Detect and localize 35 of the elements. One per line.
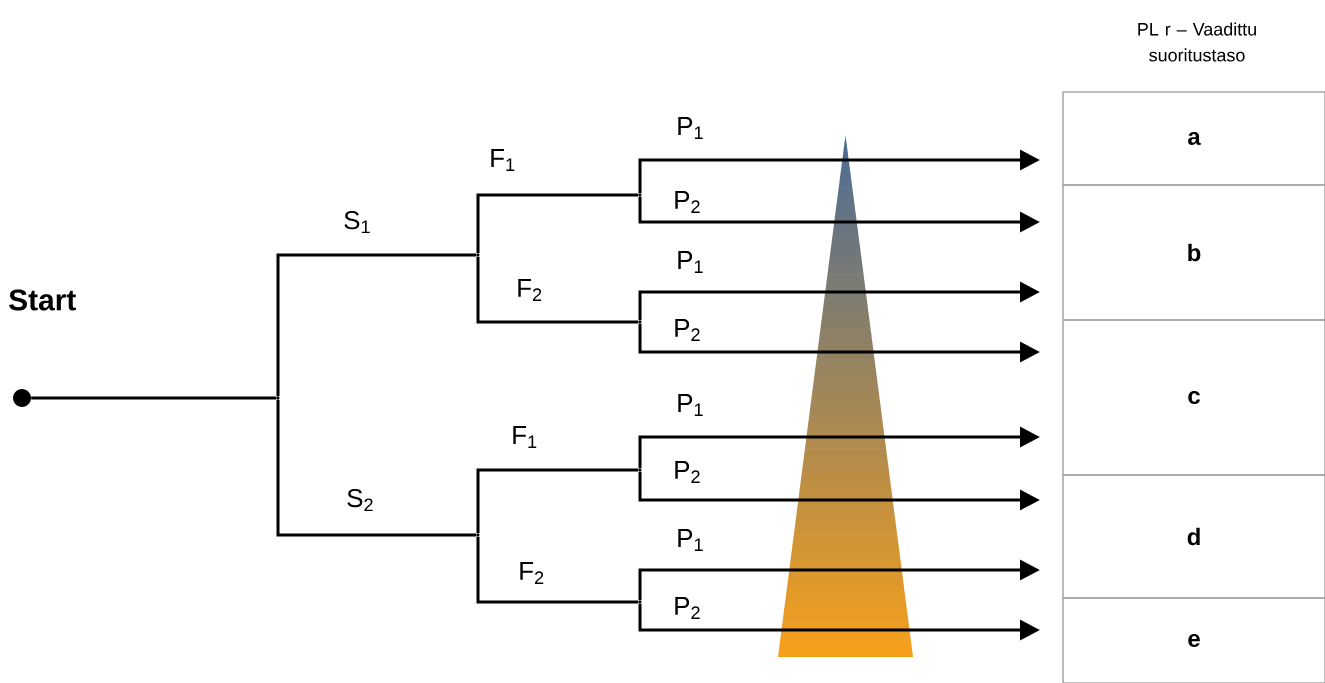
branch-label: S$_{1}$ — [342, 210, 373, 234]
junction-point — [638, 320, 642, 324]
branch-line — [276, 253, 477, 397]
branch-label: P$_{1}$ — [675, 528, 706, 552]
branch-line — [476, 193, 639, 254]
table-cell: a — [1062, 91, 1325, 186]
branch-label: P$_{2}$ — [672, 318, 703, 342]
junction-point — [476, 253, 480, 257]
column-heading: PL r – Vaadittu suoritustaso — [1138, 22, 1256, 62]
branch-label: F$_{1}$ — [510, 425, 539, 449]
branch-label: F$_{2}$ — [517, 561, 546, 585]
junction-point — [276, 396, 280, 400]
junction-point — [476, 533, 480, 537]
start-label: Start — [9, 289, 76, 311]
table-cell: b — [1062, 184, 1325, 321]
branch-label: P$_{1}$ — [675, 393, 706, 417]
branch-label: F$_{2}$ — [515, 278, 544, 302]
branch-label: F$_{1}$ — [488, 148, 517, 172]
branch-line — [476, 256, 639, 324]
branch-line — [31, 396, 277, 400]
table-cell: d — [1062, 474, 1325, 599]
junction-point — [638, 193, 642, 197]
branch-label: S$_{2}$ — [345, 487, 376, 513]
branch-label: P$_{2}$ — [672, 460, 703, 484]
branch-label: P$_{2}$ — [672, 190, 703, 214]
table-cell: c — [1062, 319, 1325, 476]
junction-point — [638, 468, 642, 472]
table-cell: e — [1062, 597, 1325, 683]
branch-line — [476, 468, 639, 534]
branch-line — [276, 399, 477, 537]
branch-line — [476, 536, 639, 604]
branch-label: P$_{1}$ — [675, 116, 706, 140]
branch-label: P$_{1}$ — [675, 250, 706, 274]
branch-label: P$_{2}$ — [672, 596, 703, 620]
junction-point — [638, 600, 642, 604]
